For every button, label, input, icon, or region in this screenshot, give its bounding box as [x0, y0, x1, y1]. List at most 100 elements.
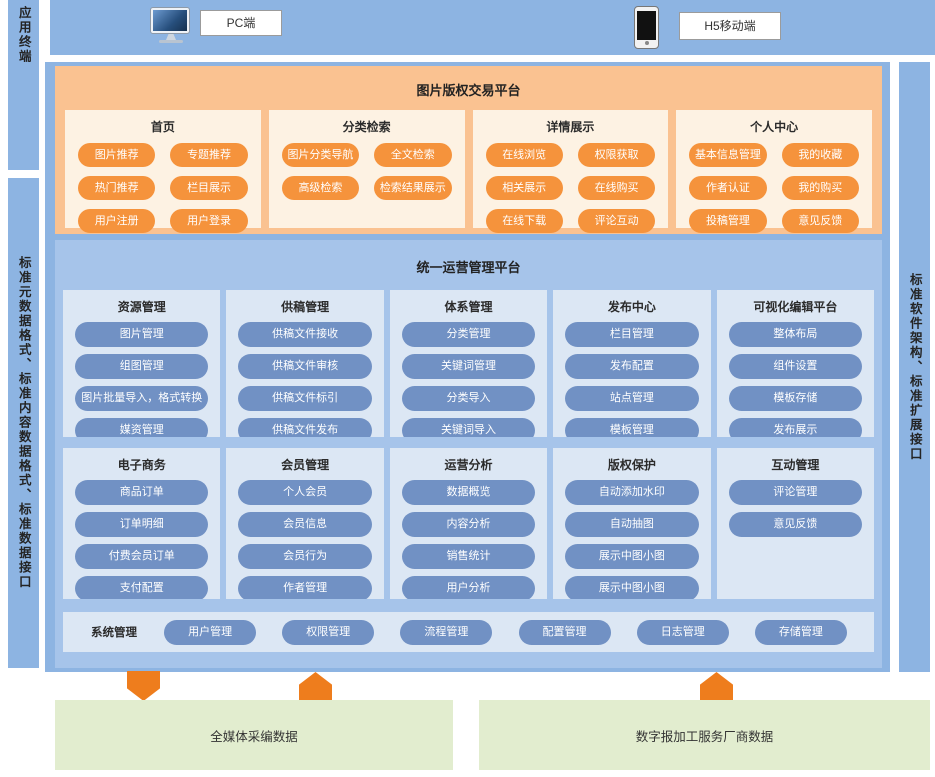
- feature-pill: 作者认证: [689, 176, 767, 200]
- ops-modules-row-2: 电子商务 商品订单 订单明细 付费会员订单 支付配置: [63, 448, 875, 599]
- module-pill: 个人会员: [238, 480, 372, 505]
- feature-pill: 专题推荐: [170, 143, 248, 167]
- feature-pill: 在线购买: [577, 176, 656, 200]
- module-pill-list: 个人会员 会员信息 会员行为 作者管理: [226, 480, 383, 599]
- feature-pill: 用户登录: [170, 209, 248, 233]
- feature-pill: 用户注册: [78, 209, 156, 233]
- module-pill: 分类导入: [401, 386, 536, 411]
- left-rail-application-terminal: 应用终端: [8, 0, 39, 170]
- feature-pill: 图片推荐: [78, 143, 156, 167]
- module-group-title: 发布中心: [607, 300, 656, 314]
- feature-pill: 意见反馈: [781, 209, 859, 233]
- ops-modules-row-1: 资源管理 图片管理 组图管理 图片批量导入，格式转换 媒资管理: [63, 290, 875, 437]
- module-group: 会员管理 个人会员 会员信息 会员行为 作者管理: [226, 448, 384, 599]
- module-pill: 图片批量导入，格式转换: [75, 386, 209, 411]
- module-pill: 展示中图小图: [565, 544, 699, 569]
- system-module-pill: 流程管理: [400, 619, 493, 645]
- feature-group-title: 分类检索: [342, 120, 391, 134]
- module-group: 资源管理 图片管理 组图管理 图片批量导入，格式转换 媒资管理: [63, 290, 221, 437]
- monitor-screen: [150, 7, 190, 34]
- module-group: 版权保护 自动添加水印 自动抽图 展示中图小图 展示中图小图: [553, 448, 711, 599]
- trading-platform-section: 图片版权交易平台 首页 图片推荐 专题推荐 热门推荐: [55, 66, 882, 234]
- module-pill: 模板管理: [565, 418, 699, 437]
- system-module-pill: 权限管理: [282, 619, 375, 645]
- module-pill: 供稿文件发布: [238, 418, 372, 437]
- system-pill-list: 用户管理 权限管理 流程管理 配置管理 日志管理 存储管理: [137, 619, 874, 645]
- module-pill-list: 自动添加水印 自动抽图 展示中图小图 展示中图小图: [553, 480, 710, 599]
- data-source-digital-newspaper: 数字报加工服务厂商数据: [479, 700, 930, 770]
- module-pill: 整体布局: [728, 322, 863, 347]
- feature-group: 详情展示 在线浏览 权限获取 相关展示 在线购买: [472, 110, 669, 233]
- module-pill: 供稿文件审核: [238, 354, 372, 379]
- left-rail-standards-label: 标准元数据格式、标准内容数据格式、标准数据接口: [16, 256, 31, 590]
- system-management-title: 系统管理: [91, 627, 137, 639]
- feature-pill: 投稿管理: [689, 209, 767, 233]
- feature-pill: 在线下载: [485, 209, 563, 233]
- left-rail-top-label: 应用终端: [16, 6, 31, 64]
- desktop-monitor-icon: [150, 7, 192, 47]
- module-pill: 图片管理: [75, 322, 209, 347]
- module-pill-list: 整体布局 组件设置 模板存储 发布展示: [717, 322, 874, 437]
- main-container: 图片版权交易平台 首页 图片推荐 专题推荐 热门推荐: [45, 62, 890, 672]
- feature-pill: 高级检索: [281, 176, 360, 200]
- module-group: 互动管理 评论管理 意见反馈: [716, 448, 875, 599]
- module-pill: 销售统计: [401, 544, 536, 569]
- system-module-pill: 存储管理: [754, 619, 847, 645]
- smartphone-icon: [634, 6, 659, 49]
- feature-pill-grid: 图片推荐 专题推荐 热门推荐 栏目展示 用户注册 用户登录: [65, 135, 261, 233]
- module-pill-list: 分类管理 关键词管理 分类导入 关键词导入: [390, 322, 547, 437]
- pc-terminal-label: PC端: [200, 10, 282, 36]
- module-pill: 关键词导入: [401, 418, 536, 437]
- module-pill: 自动添加水印: [565, 480, 699, 505]
- feature-pill-grid: 基本信息管理 我的收藏 作者认证 我的购买 投稿管理 意见反馈: [676, 135, 872, 233]
- trading-platform-columns: 首页 图片推荐 专题推荐 热门推荐 栏目展示: [65, 110, 872, 233]
- module-pill: 发布配置: [565, 354, 699, 379]
- module-group: 可视化编辑平台 整体布局 组件设置 模板存储 发布展示: [716, 290, 875, 437]
- feature-pill: 图片分类导航: [281, 143, 360, 167]
- module-pill: 供稿文件接收: [238, 322, 372, 347]
- feature-pill: 我的收藏: [781, 143, 859, 167]
- module-pill: 订单明细: [75, 512, 209, 537]
- feature-group-title: 个人中心: [750, 120, 799, 134]
- trading-platform-title: 图片版权交易平台: [416, 83, 521, 98]
- module-pill: 站点管理: [565, 386, 699, 411]
- feature-pill-grid: 在线浏览 权限获取 相关展示 在线购买 在线下载 评论互动: [473, 135, 669, 233]
- module-group-title: 体系管理: [444, 300, 493, 314]
- feature-pill: 相关展示: [485, 176, 563, 200]
- module-pill: 模板存储: [728, 386, 863, 411]
- module-group: 运营分析 数据概览 内容分析 销售统计 用户分析: [389, 448, 548, 599]
- feature-group-title: 详情展示: [546, 120, 595, 134]
- module-group: 发布中心 栏目管理 发布配置 站点管理 模板管理: [553, 290, 711, 437]
- feature-pill: 权限获取: [577, 143, 656, 167]
- module-pill: 栏目管理: [565, 322, 699, 347]
- module-pill: 组件设置: [728, 354, 863, 379]
- feature-pill: 全文检索: [374, 143, 452, 167]
- feature-pill: 热门推荐: [78, 176, 156, 200]
- right-rail-label: 标准软件架构、标准扩展接口: [907, 272, 922, 462]
- module-pill-list: 评论管理 意见反馈: [717, 480, 874, 537]
- module-group: 体系管理 分类管理 关键词管理 分类导入 关键词导入: [389, 290, 548, 437]
- feature-pill-grid: 图片分类导航 全文检索 高级检索 检索结果展示: [269, 135, 465, 200]
- module-pill: 会员行为: [238, 544, 372, 569]
- module-pill: 用户分析: [401, 576, 536, 599]
- module-pill: 分类管理: [401, 322, 536, 347]
- system-management-bar: 系统管理 用户管理 权限管理 流程管理 配置管理 日志管理 存储管理: [63, 612, 874, 652]
- module-pill-list: 商品订单 订单明细 付费会员订单 支付配置: [63, 480, 220, 599]
- arrow-up-icon: [700, 672, 733, 702]
- arrow-up-icon: [299, 672, 332, 702]
- feature-group: 分类检索 图片分类导航 全文检索 高级检索 检索结果展示: [268, 110, 465, 228]
- module-pill: 作者管理: [238, 576, 372, 599]
- module-pill: 媒资管理: [75, 418, 209, 437]
- system-module-pill: 用户管理: [164, 619, 257, 645]
- module-pill: 付费会员订单: [75, 544, 209, 569]
- module-group-title: 供稿管理: [281, 300, 330, 314]
- terminal-bar: PC端 H5移动端: [50, 0, 935, 55]
- module-group-title: 会员管理: [281, 458, 330, 472]
- module-pill: 会员信息: [238, 512, 372, 537]
- system-module-pill: 配置管理: [518, 619, 611, 645]
- feature-pill: 在线浏览: [485, 143, 563, 167]
- module-pill: 内容分析: [401, 512, 536, 537]
- module-pill: 发布展示: [728, 418, 863, 437]
- module-pill: 支付配置: [75, 576, 209, 599]
